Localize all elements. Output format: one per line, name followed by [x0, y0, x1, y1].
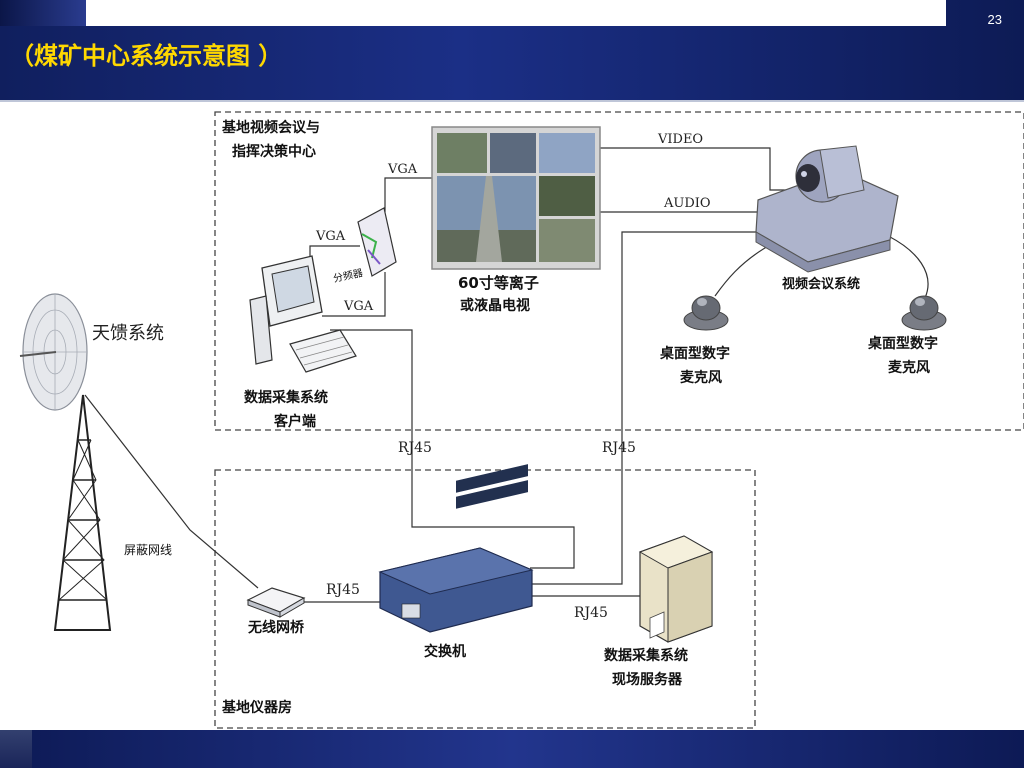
- video-conference-camera-icon: [755, 145, 899, 273]
- link-antenna-bridge: [84, 394, 259, 589]
- antenna-tower-icon: [19, 293, 112, 631]
- server-icon: [638, 535, 714, 643]
- header-white-strip: [86, 0, 946, 26]
- link-splitter-tv: [384, 177, 435, 212]
- video-link-label: VIDEO: [657, 132, 703, 147]
- page-number: 23: [987, 12, 1002, 27]
- rj45-right-label: RJ45: [602, 440, 636, 456]
- link-conf-mic-right: [879, 231, 929, 299]
- vga-label-top: VGA: [387, 162, 418, 177]
- command-center-zone: [214, 111, 1024, 431]
- client-label-line2: 客户端: [273, 413, 316, 430]
- mic-right-label-line1: 桌面型数字: [868, 335, 938, 352]
- header-divider: [0, 100, 1024, 102]
- link-video: [600, 147, 790, 191]
- link-conf-mic-left: [714, 244, 771, 297]
- switch-label: 交换机: [424, 643, 466, 660]
- server-label-line1: 数据采集系统: [604, 647, 688, 664]
- tv-label-line1: 60寸等离子: [458, 274, 539, 292]
- video-wall-icon: [431, 126, 601, 270]
- link-pc-splitter-bottom: [322, 272, 386, 317]
- splitter-icon: [357, 207, 397, 277]
- cable-label: 屏蔽网线: [124, 543, 172, 557]
- rj45-bridge-label: RJ45: [326, 582, 360, 598]
- instrument-room-label: 基地仪器房: [222, 699, 292, 716]
- tv-label-line2: 或液晶电视: [460, 297, 530, 314]
- video-conf-label: 视频会议系统: [782, 276, 860, 292]
- rj45-server-label: RJ45: [574, 605, 608, 621]
- mic-right-label-line2: 麦克风: [888, 359, 930, 376]
- instrument-room-zone: [214, 469, 756, 729]
- bridge-label: 无线网桥: [247, 619, 305, 636]
- link-conf-switch: [530, 231, 800, 585]
- header-corner-tile: [0, 0, 86, 26]
- link-pc-splitter-top: [309, 245, 360, 256]
- wireless-bridge-icon: [246, 587, 306, 618]
- audio-link-label: AUDIO: [663, 196, 711, 211]
- client-computer-icon: [249, 255, 357, 373]
- slide-title: （煤矿中心系统示意图 ）: [10, 42, 283, 70]
- mic-left-label-line1: 桌面型数字: [660, 345, 730, 362]
- network-switch-icon: [378, 464, 534, 633]
- command-center-label-line2: 指挥决策中心: [232, 143, 316, 160]
- link-pc-switch: [330, 329, 575, 569]
- microphone-left-icon: [683, 295, 729, 331]
- vga-label-mid: VGA: [315, 229, 346, 244]
- footer-band: [0, 730, 1024, 768]
- footer-corner-tile: [0, 730, 32, 768]
- command-center-label-line1: 基地视频会议与: [222, 119, 320, 136]
- antenna-label: 天馈系统: [92, 323, 164, 344]
- rj45-left-label: RJ45: [398, 440, 432, 456]
- server-label-line2: 现场服务器: [612, 671, 683, 688]
- microphone-right-icon: [901, 295, 947, 331]
- splitter-label: 分频器: [332, 266, 364, 285]
- client-label-line1: 数据采集系统: [244, 389, 328, 406]
- vga-label-bottom: VGA: [343, 299, 374, 314]
- mic-left-label-line2: 麦克风: [680, 369, 722, 386]
